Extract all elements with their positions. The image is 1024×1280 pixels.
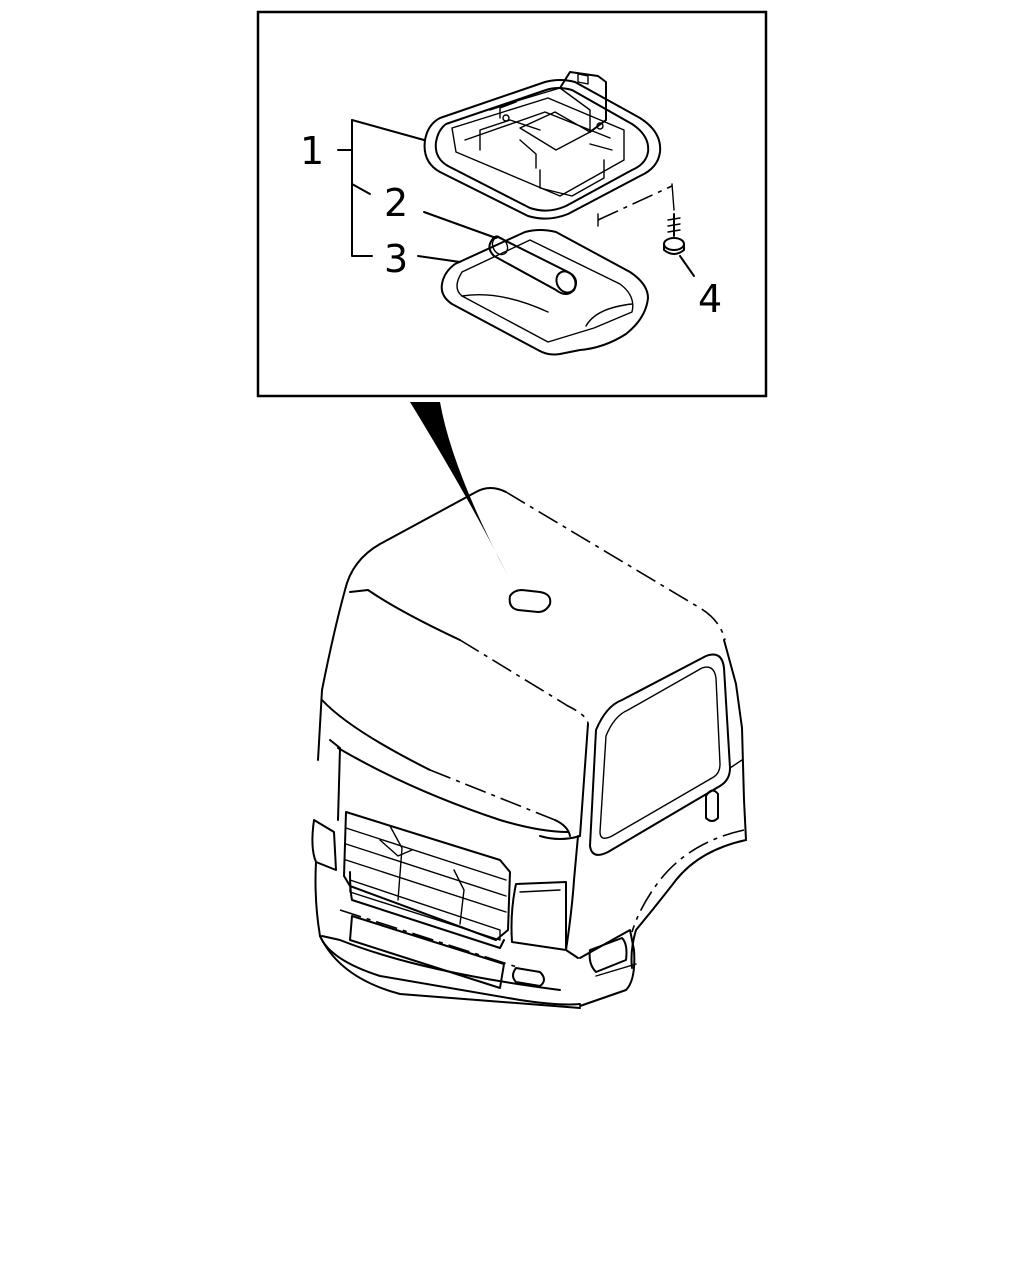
leader-3 <box>417 255 461 263</box>
leader-1 <box>351 119 425 141</box>
truck-cab <box>311 487 747 1009</box>
leader-2-bracket <box>351 183 371 195</box>
guide-line <box>597 185 673 221</box>
callout-2: 2 <box>384 181 408 225</box>
bulb <box>488 235 577 295</box>
dome-lamp-marker <box>508 588 552 614</box>
bracket-1 <box>351 119 373 257</box>
callout-4: 4 <box>698 277 722 321</box>
lens-cover <box>440 229 649 356</box>
guide-drop <box>671 183 675 211</box>
callout-3: 3 <box>384 237 408 281</box>
detail-frame <box>256 10 768 398</box>
leader-4 <box>679 255 695 277</box>
screw <box>663 213 685 255</box>
callout-1: 1 <box>300 129 324 173</box>
lamp-housing <box>423 71 662 220</box>
leader-2 <box>423 211 497 239</box>
